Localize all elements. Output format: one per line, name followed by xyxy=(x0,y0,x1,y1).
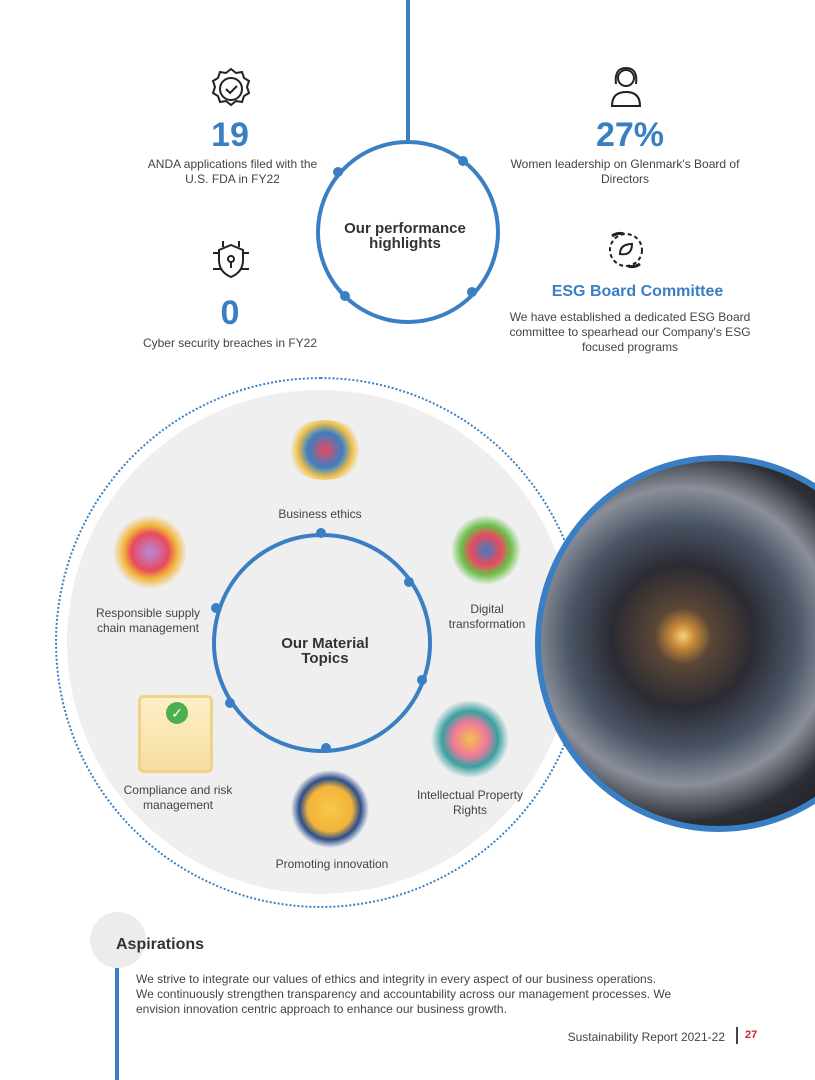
shield-lock-icon xyxy=(213,241,249,279)
aspirations-text: We strive to integrate our values of eth… xyxy=(136,972,672,1016)
promoting-innovation-illustration xyxy=(290,770,370,848)
topic-supply-chain: Responsible supply chain management xyxy=(95,606,201,635)
circle-dot xyxy=(467,287,477,297)
circle-dot xyxy=(211,603,221,613)
aspirations-bubble xyxy=(90,912,146,968)
aspirations-line xyxy=(115,968,119,1080)
circle-dot xyxy=(458,156,468,166)
anda-caption: ANDA applications filed with the U.S. FD… xyxy=(147,157,318,186)
esg-committee-caption: We have established a dedicated ESG Boar… xyxy=(509,310,751,354)
team-photo xyxy=(535,455,815,832)
circle-dot xyxy=(417,675,427,685)
ip-rights-illustration xyxy=(430,700,510,778)
business-ethics-illustration xyxy=(285,420,365,480)
topic-digital-transformation: Digital transformation xyxy=(448,602,526,631)
esg-committee-title: ESG Board Committee xyxy=(551,283,724,300)
topic-compliance: Compliance and risk management xyxy=(123,783,233,812)
circle-dot xyxy=(316,528,326,538)
page-number: 27 xyxy=(745,1029,758,1041)
material-topics-title: Our Material Topics xyxy=(281,635,369,667)
circle-dot xyxy=(321,743,331,753)
highlights-circle xyxy=(316,140,500,324)
badge-check-icon xyxy=(211,67,251,107)
aspirations-heading: Aspirations xyxy=(116,936,205,953)
circle-dot xyxy=(404,577,414,587)
circle-dot xyxy=(225,698,235,708)
cyber-breaches-value: 0 xyxy=(220,294,240,332)
topic-business-ethics: Business ethics xyxy=(278,507,362,521)
check-icon: ✓ xyxy=(166,702,188,724)
women-leadership-caption: Women leadership on Glenmark's Board of … xyxy=(510,157,740,186)
topic-promoting-innovation: Promoting innovation xyxy=(275,857,389,871)
digital-transformation-illustration xyxy=(450,515,522,585)
topic-ip-rights: Intellectual Property Rights xyxy=(416,788,524,817)
women-leadership-value: 27% xyxy=(595,116,665,154)
highlights-title: Our performance highlights xyxy=(344,220,466,252)
woman-icon xyxy=(610,66,642,107)
circle-dot xyxy=(333,167,343,177)
circle-dot xyxy=(340,291,350,301)
supply-chain-illustration xyxy=(112,515,188,589)
anda-value: 19 xyxy=(211,116,249,154)
report-name: Sustainability Report 2021-22 xyxy=(567,1030,725,1044)
cyber-breaches-caption: Cyber security breaches in FY22 xyxy=(142,336,318,350)
leaf-hands-icon xyxy=(609,231,643,269)
connector-line xyxy=(406,0,410,142)
footer-divider xyxy=(736,1027,738,1044)
